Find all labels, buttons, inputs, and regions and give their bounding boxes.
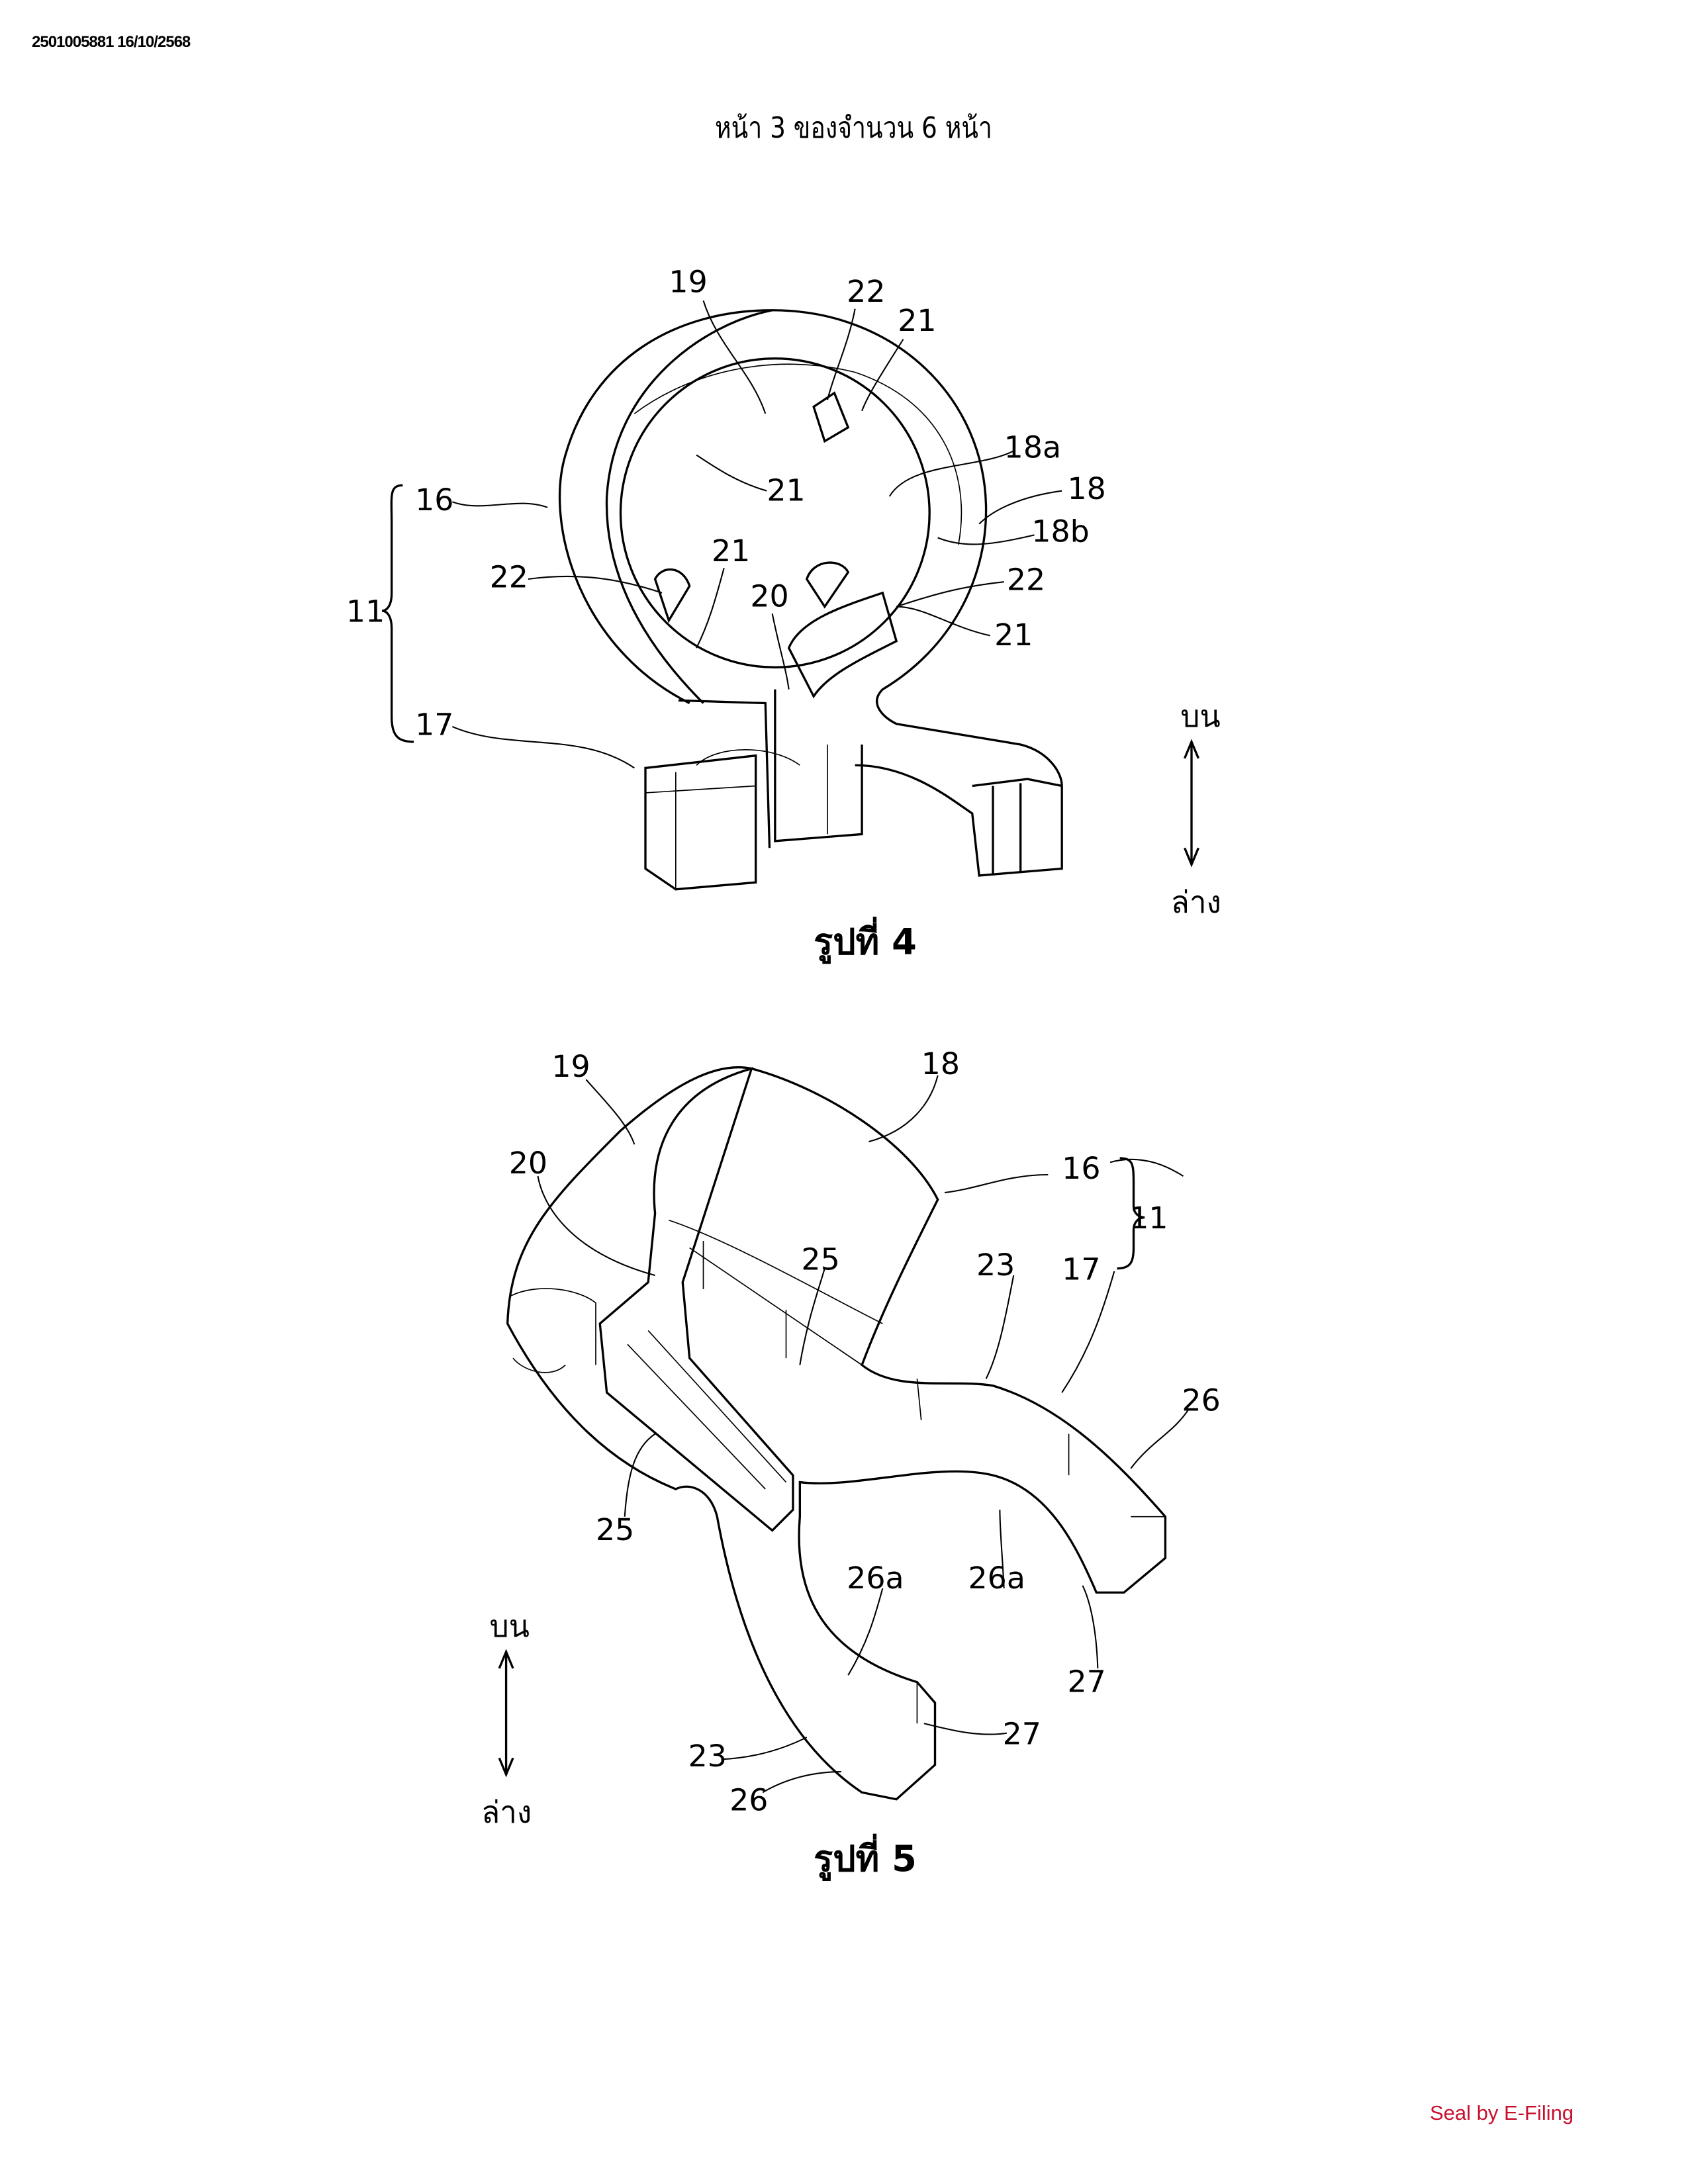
label: 18a [1004, 430, 1061, 465]
label: 17 [1062, 1251, 1100, 1287]
label: 18 [1068, 471, 1106, 506]
figure-4-drawing [381, 300, 1199, 891]
label: 17 [415, 706, 453, 742]
label: 21 [994, 617, 1033, 653]
label: 18b [1031, 514, 1089, 549]
page-label: หน้า 3 ของจำนวน 6 หน้า [715, 111, 992, 145]
figure-5-caption: รูปที่ 5 [814, 1833, 917, 1881]
label: 21 [767, 472, 805, 508]
down-label: ล่าง [1171, 884, 1221, 920]
label: 23 [976, 1247, 1015, 1283]
label: 26a [968, 1560, 1025, 1596]
figure-5-drawing [498, 1066, 1190, 1801]
label: 22 [490, 559, 528, 595]
label: 11 [346, 594, 385, 629]
label: 25 [801, 1242, 839, 1277]
document-id: 2501005881 16/10/2568 [32, 33, 191, 51]
label: 23 [688, 1738, 727, 1774]
up-label: บน [490, 1608, 530, 1644]
label: 16 [1062, 1150, 1100, 1186]
label: 20 [509, 1145, 547, 1181]
e-filing-seal: Seal by E-Filing [1430, 2101, 1574, 2124]
label: 27 [1068, 1663, 1106, 1699]
label: 26 [1182, 1382, 1220, 1418]
label: 18 [921, 1046, 960, 1081]
figure-4-caption: รูปที่ 4 [814, 917, 917, 964]
label: 19 [551, 1048, 590, 1084]
label: 22 [1007, 562, 1045, 598]
label: 19 [669, 264, 707, 300]
label: 20 [750, 578, 788, 614]
up-label: บน [1180, 698, 1220, 734]
label: 25 [596, 1512, 634, 1547]
label: 22 [847, 273, 885, 309]
label: 26 [729, 1782, 768, 1817]
label: 16 [415, 482, 453, 518]
label: 26a [847, 1560, 904, 1596]
label: 21 [712, 533, 750, 569]
down-label: ล่าง [481, 1794, 532, 1830]
label: 27 [1003, 1715, 1041, 1751]
label: 21 [898, 302, 936, 338]
label: 11 [1129, 1200, 1168, 1236]
